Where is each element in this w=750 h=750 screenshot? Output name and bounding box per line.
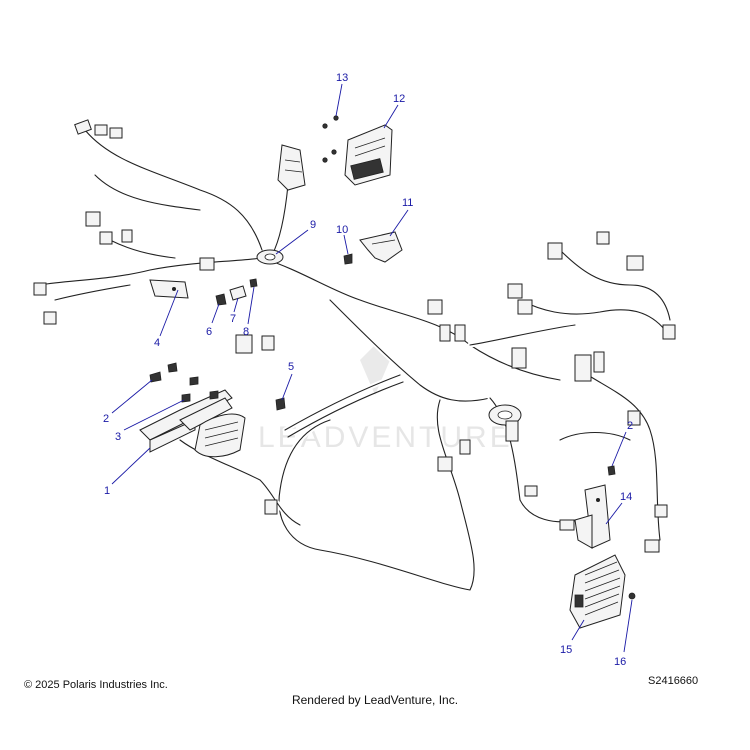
bolts-2-3: [149, 362, 219, 403]
callout-16: 16: [614, 656, 626, 668]
callouts: 13 12 9 10 11 4 6 7 8 5 2 3 1: [103, 72, 633, 668]
callout-7: 7: [230, 313, 236, 325]
fasteners-6-7-8: [215, 278, 258, 306]
bracket-11: [359, 231, 403, 263]
callout-13: 13: [336, 72, 348, 84]
bracket-14: [574, 484, 611, 549]
callout-10: 10: [336, 224, 348, 236]
nut-16: [628, 592, 636, 600]
callout-14: 14: [620, 491, 632, 503]
rendered-by-text: Rendered by LeadVenture, Inc.: [291, 693, 459, 707]
bolt-2-right: [607, 465, 616, 476]
bracket-4: [149, 279, 189, 299]
callout-6: 6: [206, 326, 212, 338]
harness-main-connector: [277, 144, 306, 191]
figure-id: S2416660: [648, 675, 699, 687]
callout-2-right: 2: [627, 420, 633, 432]
callout-1: 1: [104, 485, 110, 497]
bracket-1: [139, 389, 233, 453]
callout-11: 11: [402, 197, 413, 209]
module-1: [194, 413, 246, 458]
bolt-10: [343, 253, 353, 265]
wiring-harness: [37, 127, 673, 593]
callout-9: 9: [310, 219, 316, 231]
callout-2-left: 2: [103, 413, 109, 425]
callout-4: 4: [154, 337, 160, 349]
regulator-15: [569, 554, 626, 629]
callout-3: 3: [115, 431, 121, 443]
callout-5: 5: [288, 361, 294, 373]
screws-13: [322, 115, 339, 163]
copyright-text: © 2025 Polaris Industries Inc.: [24, 679, 168, 691]
callout-15: 15: [560, 644, 572, 656]
ecu-12: [344, 124, 393, 186]
bolt-5: [275, 397, 286, 411]
callout-12: 12: [393, 93, 405, 105]
callout-8: 8: [243, 326, 249, 338]
harness-connectors: [33, 119, 676, 553]
